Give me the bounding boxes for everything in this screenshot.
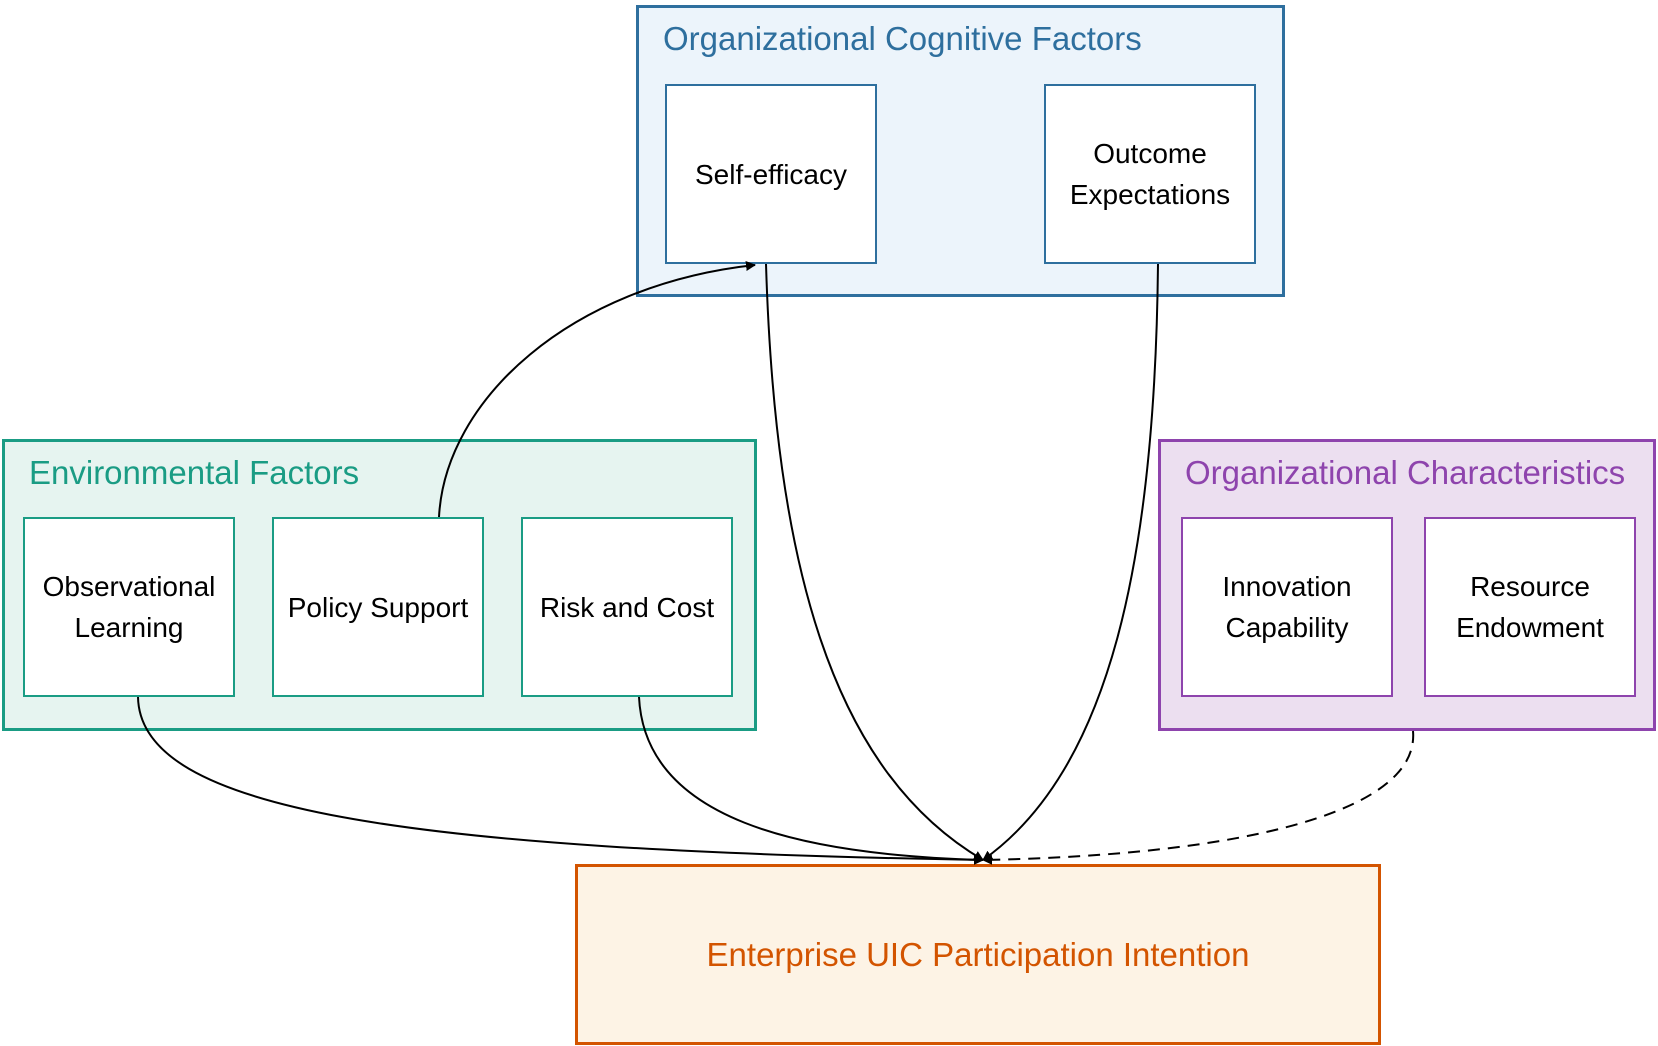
node-outcome-expectations: Outcome Expectations (1044, 84, 1256, 264)
node-resource-endowment: Resource Endowment (1424, 517, 1636, 697)
group-title: Organizational Cognitive Factors (663, 20, 1142, 57)
node-label-line: Observational (42, 571, 216, 602)
target-label: Enterprise UIC Participation Intention (706, 936, 1250, 973)
node-label-line: Learning (74, 612, 184, 643)
node-enterprise-uic-participation-intention: Enterprise UIC Participation Intention (575, 864, 1381, 1045)
node-label-line: Policy Support (287, 591, 469, 623)
node-label-line: Risk and Cost (539, 591, 715, 623)
node-policy-support: Policy Support (272, 517, 484, 697)
node-observational-learning: Observational Learning (23, 517, 235, 697)
node-innovation-capability: Innovation Capability (1181, 517, 1393, 697)
edge-organizational-characteristics-to-target (982, 730, 1415, 865)
edge-outcome-expectations-to-target (982, 263, 1159, 861)
node-label-line: Resource (1470, 571, 1590, 602)
node-label-line: Outcome (1093, 138, 1207, 169)
node-risk-and-cost: Risk and Cost (521, 517, 733, 697)
node-label-line: Capability (1225, 612, 1349, 643)
node-label-line: Expectations (1069, 179, 1231, 210)
node-label-line: Innovation (1222, 571, 1352, 602)
node-label-line: Self-efficacy (695, 158, 847, 190)
group-title: Environmental Factors (29, 454, 360, 491)
node-self-efficacy: Self-efficacy (665, 84, 877, 264)
group-title: Organizational Characteristics (1185, 454, 1626, 491)
node-label-line: Endowment (1456, 612, 1604, 643)
edge-self-efficacy-to-target (765, 263, 984, 861)
